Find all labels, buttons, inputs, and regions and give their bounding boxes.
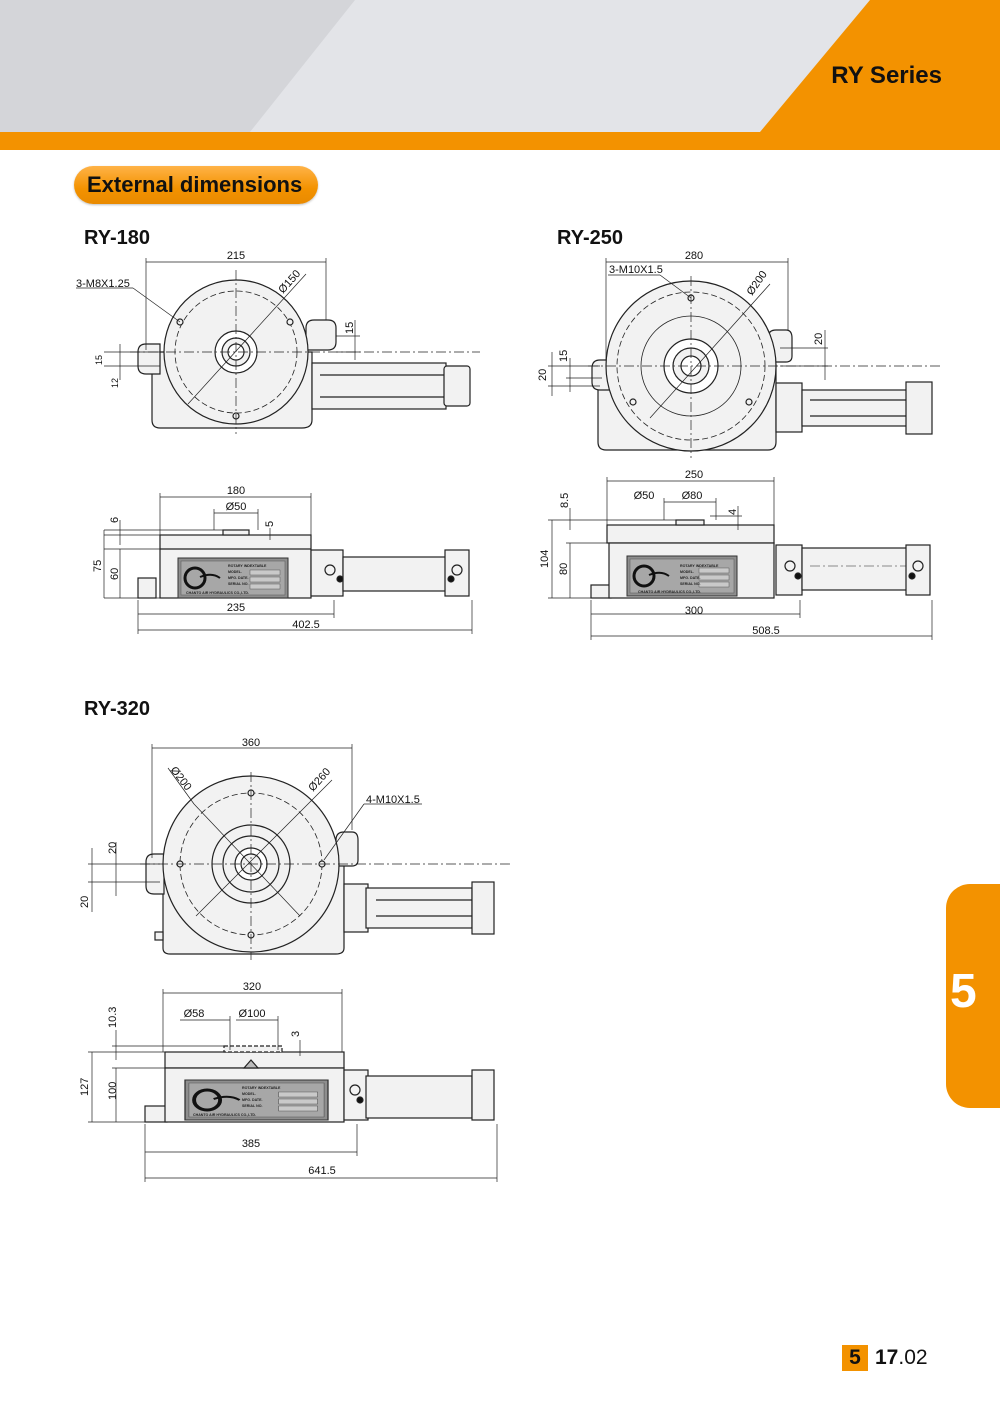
ry320-np-line4: SERIAL NO.: [242, 1104, 263, 1108]
ry320-d3-label: 3: [290, 1031, 302, 1037]
ry250-h80-label: 80: [558, 563, 570, 575]
ry250-thread-label: 3-M10X1.5: [609, 264, 663, 276]
ry180-d50-label: Ø50: [226, 501, 247, 513]
ry250-w300-label: 300: [685, 605, 703, 617]
chapter-tab: 5: [946, 884, 1000, 1108]
ry180-w180-label: 180: [227, 485, 245, 497]
ry250-l15-label: 15: [558, 350, 570, 362]
ry180-top-dims: [76, 258, 480, 434]
ry180-h15-label: 15: [344, 322, 356, 334]
ry250-l20-label: 20: [537, 369, 549, 381]
ry180-l15-label: 15: [94, 355, 104, 365]
ry320-l20b-label: 20: [79, 896, 91, 908]
ry320-l20a-label: 20: [107, 842, 119, 854]
ry320-np-company: CHANTO AIR HYDRAULICS CO.,LTD.: [193, 1113, 256, 1117]
ry320-d260-label: Ø260: [306, 766, 333, 794]
ry320-d103-label: 10.3: [107, 1007, 119, 1028]
ry180-width-label: 215: [227, 250, 245, 262]
ry250-d50-label: Ø50: [634, 490, 655, 502]
ry180-thread-label: 3-M8X1.25: [76, 278, 130, 290]
page-major: 17: [875, 1346, 899, 1369]
ry320-w385-label: 385: [242, 1138, 260, 1150]
header-band: [0, 0, 1000, 150]
ry320-w641-label: 641.5: [308, 1165, 336, 1177]
ry250-dia-label: Ø200: [745, 269, 770, 298]
section-title: External dimensions: [87, 172, 303, 197]
ry320-thread-label: 4-M10X1.5: [366, 794, 420, 806]
ry180-side-dims: [103, 493, 473, 634]
ry320-top-view: [145, 775, 495, 955]
ry180-w235-label: 235: [227, 602, 245, 614]
ry180-top-view: [137, 279, 471, 429]
ry250-d4-label: 4: [727, 509, 739, 515]
ry180-np-line1: ROTARY INDEXTABLE: [228, 564, 267, 568]
ry320-h100-label: 100: [107, 1082, 119, 1100]
ry250-w508-label: 508.5: [752, 625, 780, 637]
page-minor: .02: [898, 1346, 928, 1369]
ry180-d5-label: 5: [264, 521, 276, 527]
ry180-np-line2: MODEL.: [228, 570, 242, 574]
ry320-np-line3: MFG. DATE.: [242, 1098, 263, 1102]
ry250-side-dims: [548, 477, 933, 640]
page-chapter-box: 5: [842, 1345, 868, 1371]
ry180-d6-label: 6: [109, 517, 121, 523]
ry250-r20-label: 20: [813, 333, 825, 345]
ry180-np-line3: MFG. DATE.: [228, 576, 249, 580]
ry320-np-line1: ROTARY INDEXTABLE: [242, 1086, 281, 1090]
section-badge: External dimensions: [74, 166, 318, 204]
ry180-np-company: CHANTO AIR HYDRAULICS CO.,LTD.: [186, 591, 249, 595]
ry320-w320-label: 320: [243, 981, 261, 993]
ry250-top-dims: [548, 258, 940, 458]
ry320-side-dims: [88, 989, 498, 1182]
ry180-l12-label: 12: [110, 378, 120, 388]
page-number: 5 17.02: [842, 1345, 928, 1371]
series-title: RY Series: [831, 62, 942, 89]
ry250-d80-label: Ø80: [682, 490, 703, 502]
ry320-d58-label: Ø58: [184, 1008, 205, 1020]
ry320-np-line2: MODEL.: [242, 1092, 256, 1096]
ry250-width-label: 280: [685, 250, 703, 262]
ry250-h104-label: 104: [539, 550, 551, 568]
ry180-w402-label: 402.5: [292, 619, 320, 631]
model-title-ry250: RY-250: [557, 227, 623, 249]
ry250-np-company: CHANTO AIR HYDRAULICS CO.,LTD.: [638, 590, 701, 594]
ry180-h75-label: 75: [92, 560, 104, 572]
ry180-h60-label: 60: [109, 568, 121, 580]
model-title-ry180: RY-180: [84, 227, 150, 249]
ry180-np-line4: SERIAL NO.: [228, 582, 249, 586]
ry250-np-line4: SERIAL NO.: [680, 582, 701, 586]
ry320-top-dims: [88, 744, 510, 960]
page-number-text: 17.02: [875, 1346, 928, 1370]
ry320-d200-label: Ø200: [168, 764, 194, 793]
ry250-np-line1: ROTARY INDEXTABLE: [680, 564, 719, 568]
ry250-np-line2: MODEL.: [680, 570, 694, 574]
model-title-ry320: RY-320: [84, 698, 150, 720]
ry320-width-label: 360: [242, 737, 260, 749]
ry320-d100-label: Ø100: [239, 1008, 266, 1020]
ry250-d85-label: 8.5: [559, 493, 571, 508]
ry320-h127-label: 127: [79, 1078, 91, 1096]
chapter-tab-label: 5: [950, 965, 977, 1018]
ry250-np-line3: MFG. DATE.: [680, 576, 701, 580]
ry250-w250-label: 250: [685, 469, 703, 481]
